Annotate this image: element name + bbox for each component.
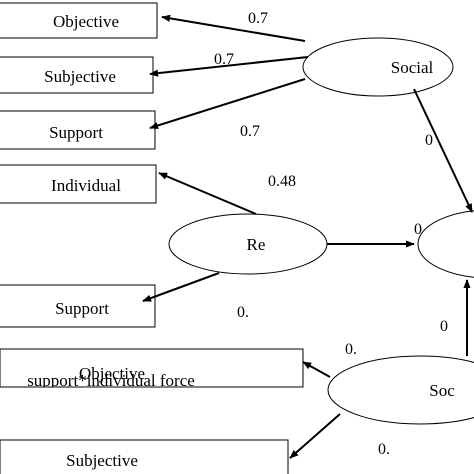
ellipse-re: Re [168, 213, 328, 275]
coef-social-subjective: 0.7 [214, 51, 234, 68]
arrow-soc-objective-2 [302, 361, 331, 378]
arrow-social-objective [161, 14, 306, 42]
box-support-label: Support [49, 123, 103, 142]
box-support: Support [0, 110, 156, 150]
box-objective-2-line2: support*individual force [27, 371, 195, 390]
coef-soc-objective-2: 0. [345, 341, 357, 358]
coef-social-support: 0.7 [240, 123, 260, 140]
ellipse-soc: Soc [327, 355, 474, 425]
box-individual-label: Individual [51, 176, 121, 195]
box-subjective: Subjective [0, 56, 154, 94]
coef-soc-right: 0 [440, 318, 448, 335]
arrow-social-support [149, 78, 306, 129]
coef-social-objective: 0.7 [248, 10, 268, 27]
ellipse-social-label: Social [391, 58, 434, 77]
arrow-re-support [142, 272, 220, 302]
box-support-2: Support [0, 284, 156, 328]
ellipse-right-center [417, 210, 474, 278]
box-objective-2-line1: Objective [79, 364, 145, 383]
coef-re-right: 0 [414, 221, 422, 238]
box-objective-2: Objective support*individual force [0, 348, 304, 390]
arrow-re-individual [158, 172, 257, 215]
arrow-social-subjective [149, 56, 309, 77]
arrow-soc-subjective-2 [289, 413, 341, 459]
box-objective: Objective [0, 2, 158, 39]
box-individual: Individual [0, 164, 157, 204]
coefficients: 0.7 0.7 0.7 0.48 0 0 0. 0. 0 0. [214, 10, 448, 458]
box-support-2-label: Support [55, 299, 109, 318]
coef-re-support: 0. [237, 304, 249, 321]
box-subjective-2: Subjective [0, 439, 289, 474]
coef-re-individual: 0.48 [268, 173, 296, 190]
coef-soc-subjective-2: 0. [378, 441, 390, 458]
ellipse-soc-label: Soc [429, 381, 455, 400]
ellipse-re-label: Re [247, 235, 266, 254]
arrows [142, 14, 473, 459]
ellipse-social: Social [302, 37, 454, 97]
box-subjective-label: Subjective [44, 67, 116, 86]
box-objective-label: Objective [53, 12, 119, 31]
arrow-social-right [413, 88, 473, 213]
box-subjective-2-label: Subjective [66, 451, 138, 470]
coef-social-right: 0 [425, 132, 433, 149]
